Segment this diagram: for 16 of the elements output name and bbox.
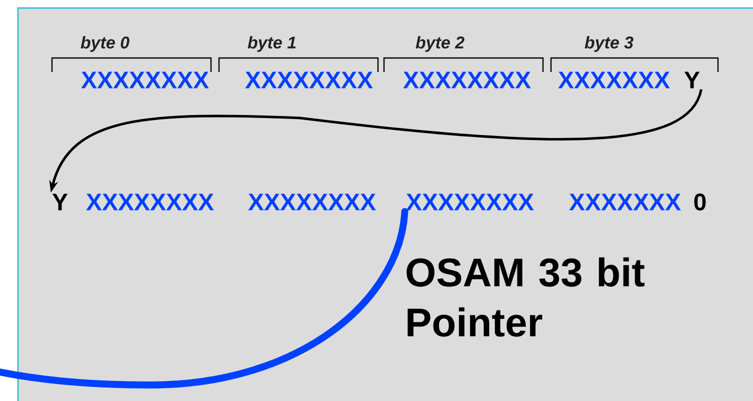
bit-field: XXXXXXX (558, 72, 670, 88)
bit-field: XXXXXXXX (403, 72, 531, 88)
bit-field: XXXXXXXX (248, 194, 376, 210)
bit-label: Y (684, 72, 700, 88)
pointer-caption: OSAM 33 bit Pointer (406, 257, 644, 337)
bit-field: XXXXXXX (569, 194, 681, 210)
bit-field: XXXXXXXX (245, 72, 373, 88)
byte-label: byte 3 (584, 36, 634, 52)
byte-label: byte 2 (416, 36, 464, 52)
bit-field: XXXXXXXX (81, 72, 209, 88)
byte-label: byte 1 (248, 36, 296, 52)
bit-number: 0 (694, 194, 706, 210)
bit-field: XXXXXXXX (86, 194, 214, 210)
bit-field: XXXXXXXX (406, 194, 534, 210)
byte-label: byte 0 (80, 36, 130, 52)
bit-label: Y (52, 194, 68, 210)
